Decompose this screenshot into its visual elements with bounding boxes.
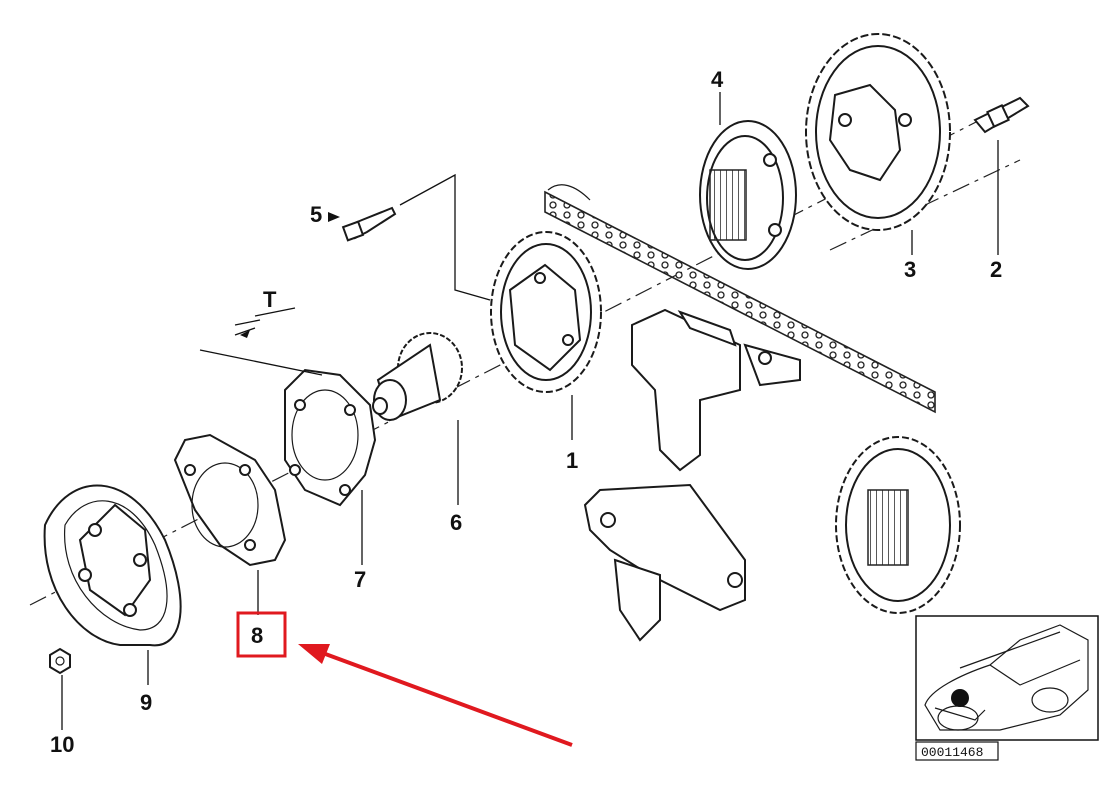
callout-5: 5	[310, 202, 322, 227]
callout-10: 10	[50, 732, 74, 757]
shim-plate-8	[173, 433, 287, 615]
callout-4: 4	[711, 67, 724, 92]
car-location-inset	[915, 615, 1099, 741]
highlight-box	[236, 611, 287, 658]
timing-chain	[544, 184, 936, 414]
callout-1: 1	[566, 448, 578, 473]
callout-2: 2	[990, 257, 1002, 282]
callout-3: 3	[904, 257, 916, 282]
stud-bolt	[973, 96, 1030, 255]
sprocket-lower	[835, 436, 961, 614]
cover-plate	[43, 484, 182, 685]
nut	[49, 647, 71, 730]
callout-9: 9	[140, 690, 152, 715]
reference-number: 00011468	[921, 745, 983, 760]
callout-6: 6	[450, 510, 462, 535]
dimension-label-t: T	[263, 287, 277, 312]
chain-tensioner	[631, 308, 801, 472]
shim-plate-7	[284, 368, 377, 565]
gear-hub	[372, 332, 463, 505]
sprocket-medium	[490, 231, 602, 440]
sprocket-large	[805, 33, 951, 231]
callout-8: 8	[251, 623, 263, 648]
red-arrow-icon	[298, 644, 573, 747]
callout-7: 7	[354, 567, 366, 592]
dimension-t	[199, 307, 323, 376]
screw	[341, 173, 491, 301]
chain-guide	[583, 483, 746, 642]
spline-hub	[699, 120, 797, 270]
